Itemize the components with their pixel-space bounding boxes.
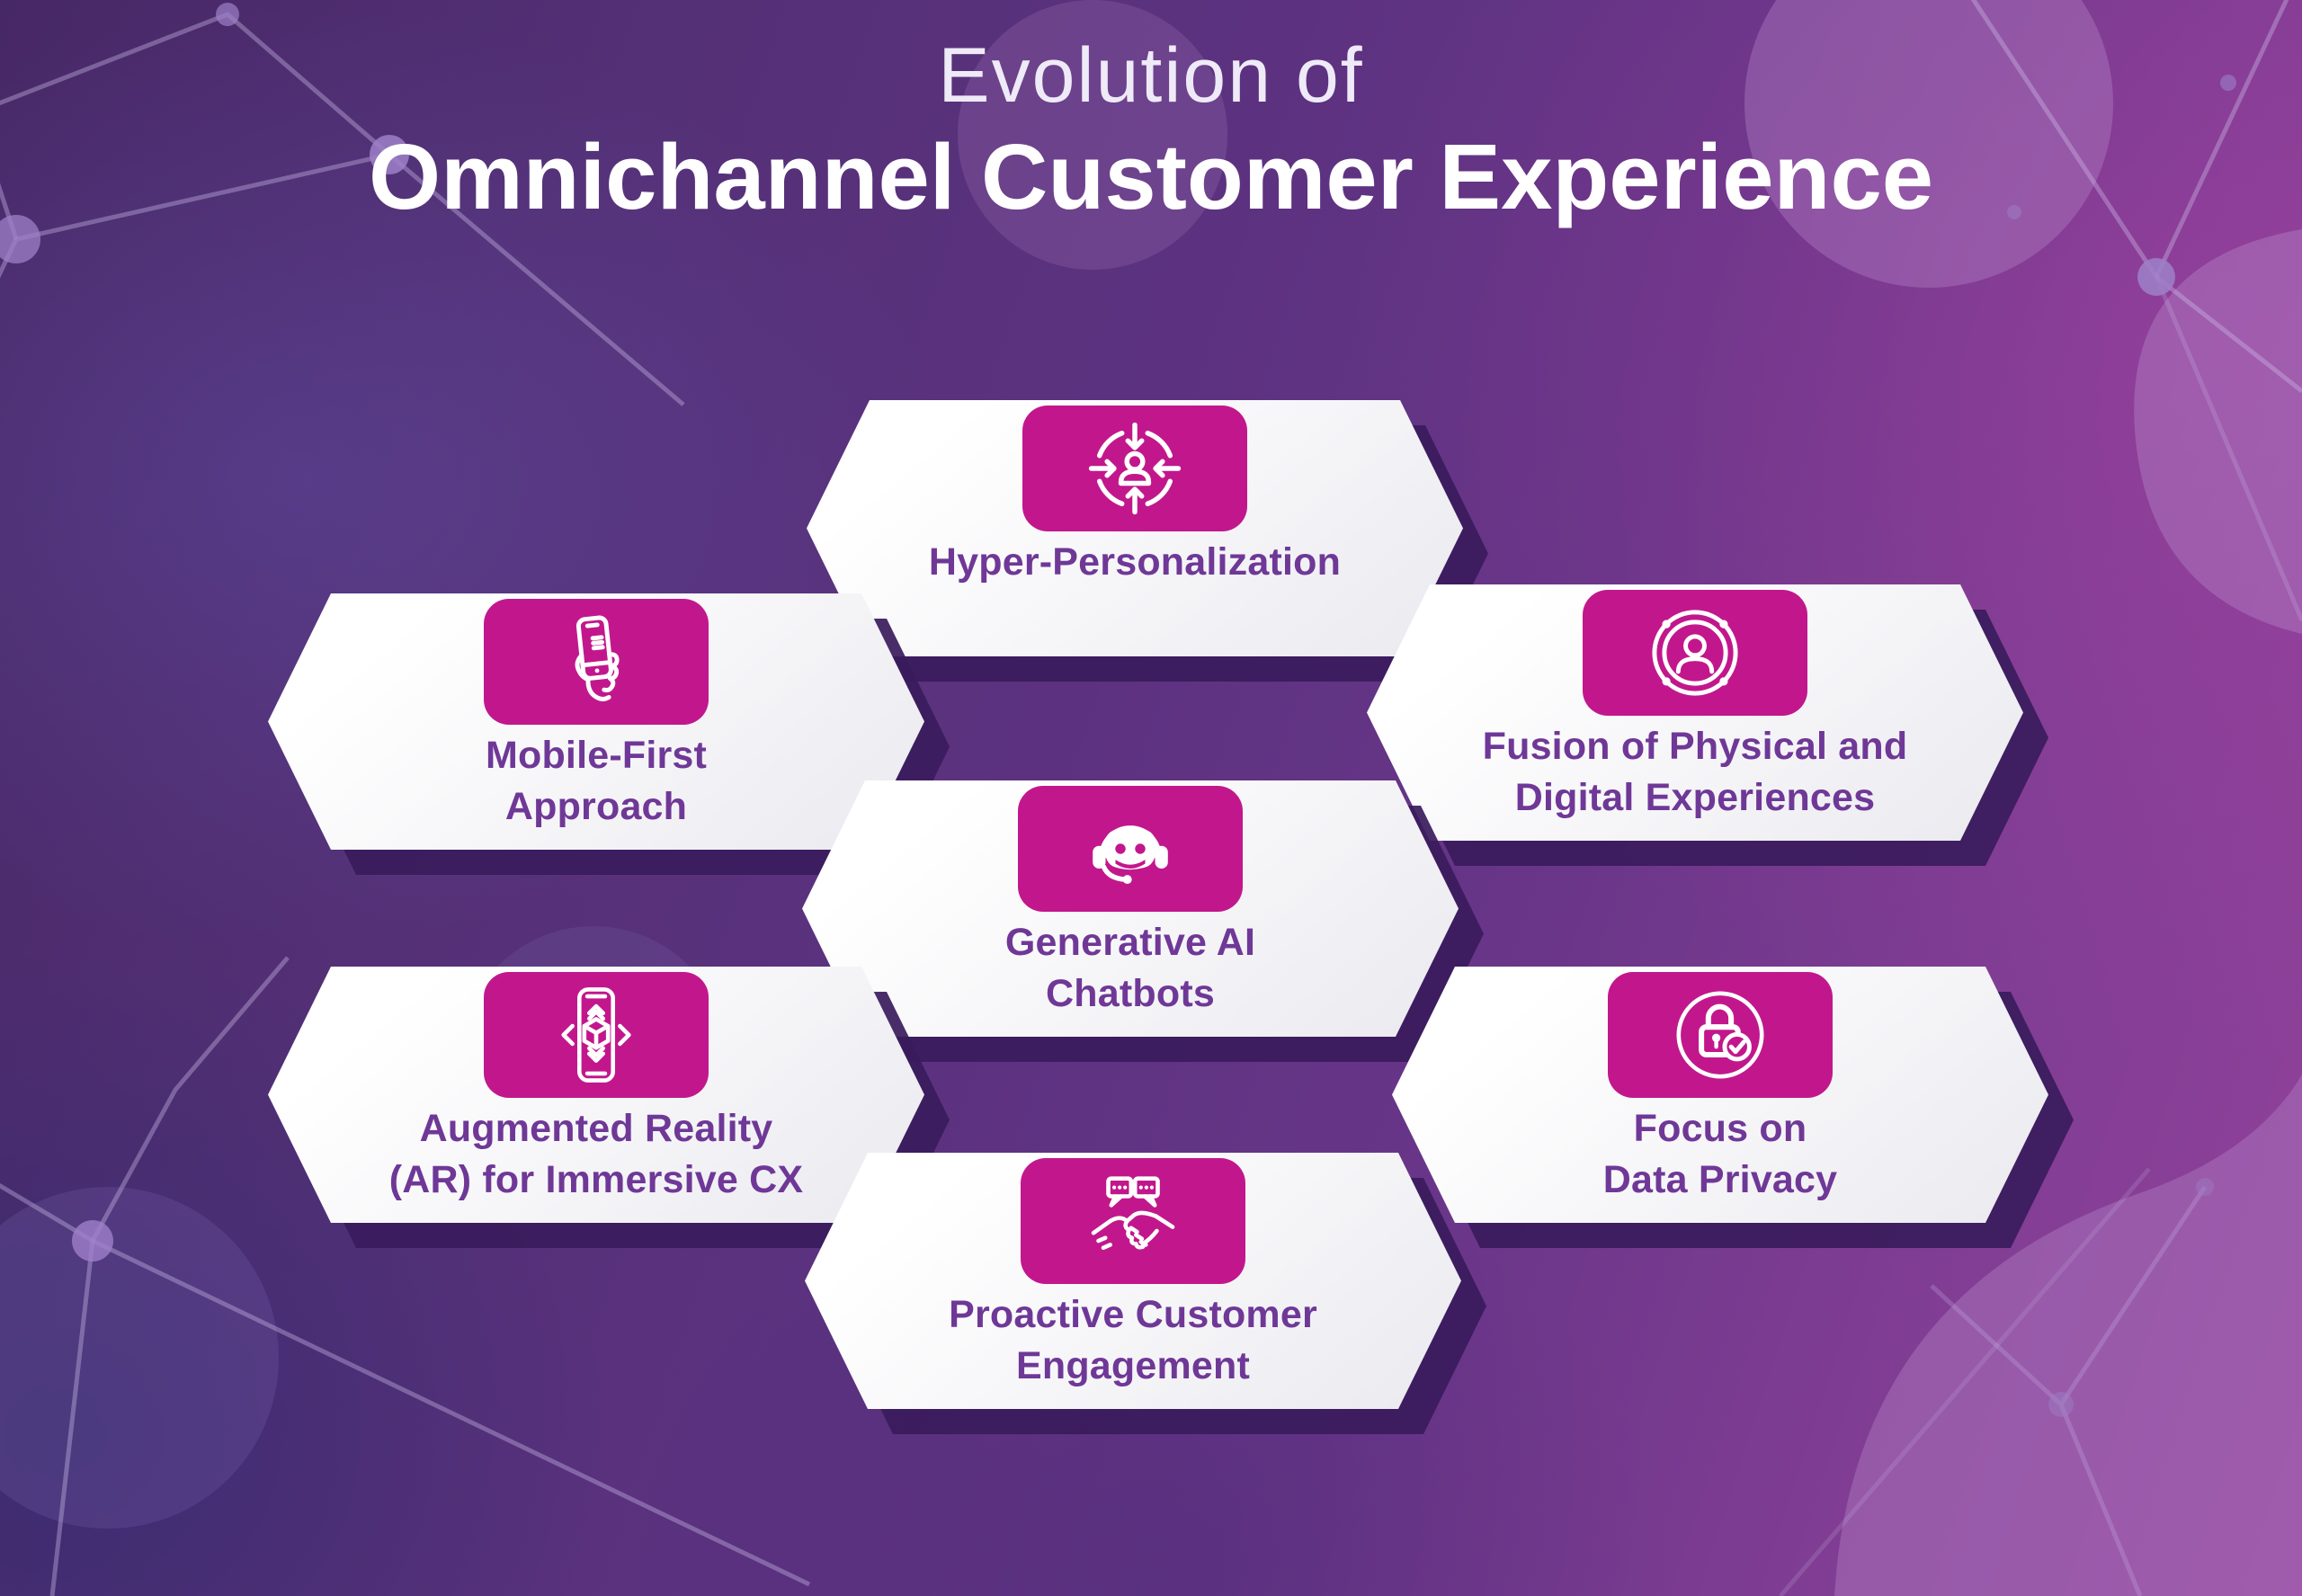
handshake-chat-icon <box>1084 1172 1182 1271</box>
person-orbit-icon <box>1646 603 1744 702</box>
icon-badge <box>1608 972 1833 1098</box>
target-person-arrows-icon <box>1085 419 1184 518</box>
hexagon-mobile-first-approach: Mobile-First Approach <box>268 593 924 850</box>
hexagon-card: Proactive Customer Engagement <box>805 1153 1461 1409</box>
hexagon-label: Focus on Data Privacy <box>1602 1107 1838 1201</box>
hexagon-label: Augmented Reality (AR) for Immersive CX <box>388 1107 804 1201</box>
hexagon-proactive-engagement: Proactive Customer Engagement <box>805 1153 1461 1409</box>
hexagon-focus-data-privacy: Focus on Data Privacy <box>1392 967 2048 1223</box>
hexagon-card: Augmented Reality (AR) for Immersive CX <box>268 967 924 1223</box>
chatbot-headset-icon <box>1081 799 1180 898</box>
hexagon-generative-ai-chatbots: Generative AI Chatbots <box>802 780 1459 1037</box>
hexagon-augmented-reality: Augmented Reality (AR) for Immersive CX <box>268 967 924 1223</box>
hexagon-label: Hyper-Personalization <box>928 540 1342 584</box>
hexagon-card: Hyper-Personalization <box>807 400 1463 656</box>
background-constellation-nodes <box>0 3 2236 1417</box>
phone-ar-cube-icon <box>547 985 646 1084</box>
page-title: Evolution of Omnichannel Customer Experi… <box>0 32 2302 230</box>
padlock-shield-check-icon <box>1671 985 1770 1084</box>
hand-holding-phone-icon <box>547 612 646 711</box>
icon-badge <box>484 972 709 1098</box>
icon-badge <box>1021 1158 1245 1284</box>
bubble-dots <box>1112 1186 1154 1190</box>
hexagon-label: Proactive Customer Engagement <box>949 1293 1317 1387</box>
icon-badge <box>1022 406 1247 531</box>
hexagon-hyper-personalization: Hyper-Personalization <box>807 400 1463 656</box>
hexagon-label: Generative AI Chatbots <box>1004 921 1256 1015</box>
hexagon-label: Mobile-First Approach <box>485 734 708 828</box>
hexagon-card: Mobile-First Approach <box>268 593 924 850</box>
hexagon-card: Fusion of Physical and Digital Experienc… <box>1367 584 2023 841</box>
hexagon-card: Generative AI Chatbots <box>802 780 1459 1037</box>
title-line-2: Omnichannel Customer Experience <box>368 125 1934 228</box>
orbit-dots <box>1662 620 1727 685</box>
icon-badge <box>1018 786 1243 912</box>
icon-badge <box>1583 590 1807 716</box>
hexagon-label: Fusion of Physical and Digital Experienc… <box>1482 725 1908 819</box>
hexagon-fusion-physical-digital: Fusion of Physical and Digital Experienc… <box>1367 584 2023 841</box>
icon-badge <box>484 599 709 725</box>
hexagon-card: Focus on Data Privacy <box>1392 967 2048 1223</box>
title-line-1: Evolution of <box>938 32 1364 119</box>
